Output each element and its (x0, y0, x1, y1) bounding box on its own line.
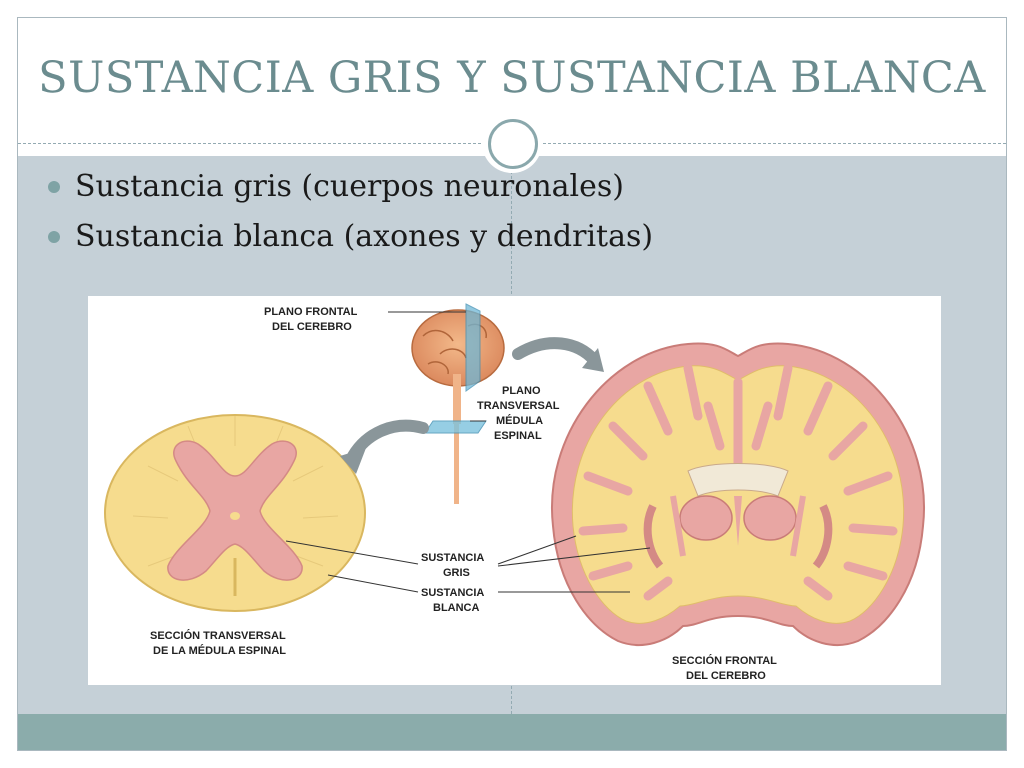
bullet-dot-icon (48, 181, 60, 193)
label-plano-transversal: MÉDULA (496, 414, 543, 427)
label-seccion-cerebro: DEL CEREBRO (686, 670, 766, 682)
bullet-text: Sustancia blanca (axones y dendritas) (75, 219, 654, 254)
label-plano-transversal: TRANSVERSAL (477, 400, 560, 412)
leader-lines (285, 535, 651, 593)
label-sustancia-blanca: SUSTANCIA (421, 587, 484, 599)
slide-title: SUSTANCIA GRIS Y SUSTANCIA BLANCA (38, 53, 986, 103)
bullet-dot-icon (48, 231, 60, 243)
label-sustancia-blanca: BLANCA (433, 602, 479, 614)
gray-matter-butterfly (167, 440, 303, 581)
brain-frontal-section (551, 342, 925, 646)
label-seccion-medula: SECCIÓN TRANSVERSAL (150, 629, 286, 642)
label-plano-transversal: PLANO (502, 385, 541, 397)
bullet-list: Sustancia gris (cuerpos neuronales) Sust… (48, 162, 653, 262)
arrow-icon (340, 419, 429, 474)
spinal-cord-section (104, 414, 366, 612)
label-seccion-cerebro: SECCIÓN FRONTAL (672, 654, 777, 667)
label-plano-transversal: ESPINAL (494, 430, 542, 442)
label-sustancia-gris: GRIS (443, 567, 470, 579)
label-sustancia-gris: SUSTANCIA (421, 552, 484, 564)
label-plano-frontal: PLANO FRONTAL (264, 306, 358, 318)
bullet-text: Sustancia gris (cuerpos neuronales) (75, 169, 624, 204)
anatomy-figure: PLANO FRONTAL DEL CEREBRO PLANO TRANSVER… (88, 296, 941, 685)
circle-ornament-icon (482, 113, 542, 173)
anatomy-illustration: PLANO FRONTAL DEL CEREBRO PLANO TRANSVER… (104, 303, 925, 682)
label-seccion-medula: DE LA MÉDULA ESPINAL (153, 644, 286, 657)
arrow-icon (512, 337, 604, 372)
footer-bar (18, 714, 1006, 750)
bullet-item: Sustancia gris (cuerpos neuronales) (48, 162, 653, 212)
label-plano-frontal: DEL CEREBRO (272, 321, 352, 333)
small-brain-illustration (388, 303, 505, 504)
bullet-item: Sustancia blanca (axones y dendritas) (48, 212, 653, 262)
